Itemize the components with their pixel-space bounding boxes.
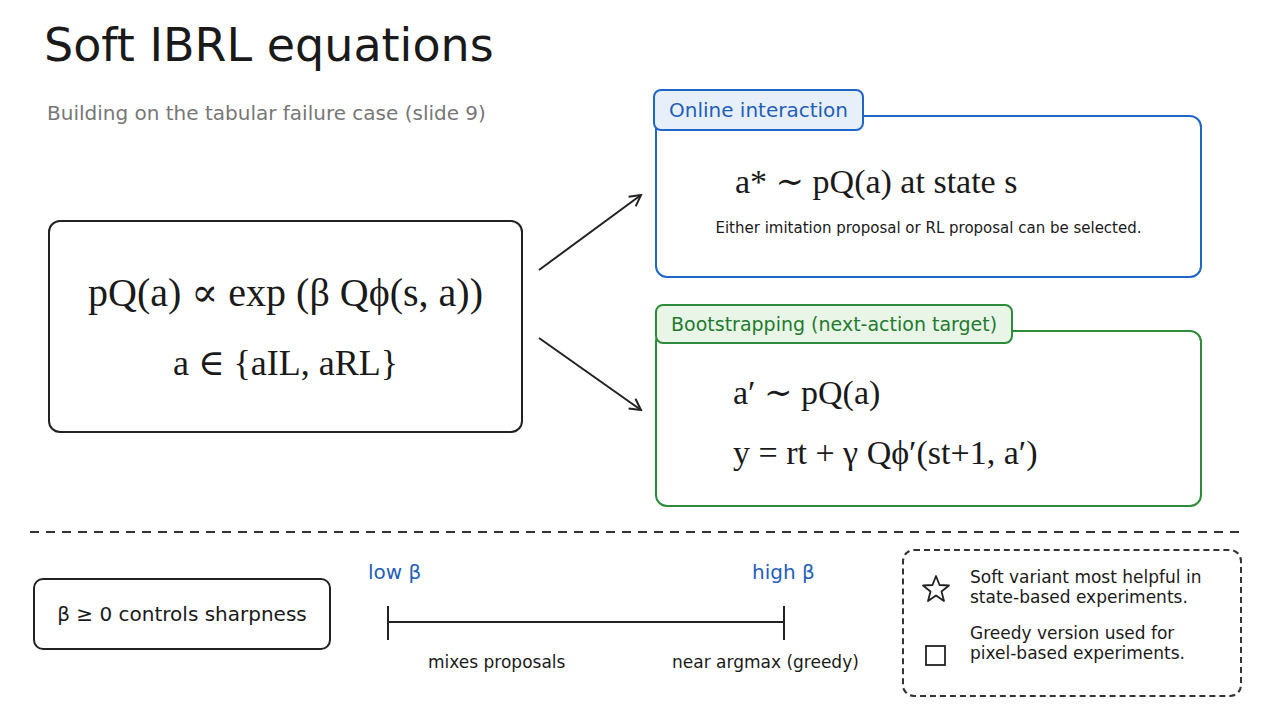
caption: Building on the tabular failure case (sl… — [47, 101, 486, 125]
divider-line — [30, 531, 1242, 533]
legend-box: Soft variant most helpful in state-based… — [902, 549, 1242, 697]
scale-label: high β — [752, 560, 815, 584]
bootstrap-box: Bootstrapping (next-action target)a′ ∼ p… — [655, 330, 1202, 507]
node-text: Greedy version used for pixel-based expe… — [970, 623, 1226, 663]
node-text: a ∈ {aIL, aRL} — [173, 342, 398, 384]
tab-heading: Bootstrapping (next-action target) — [655, 304, 1013, 344]
scale-tick — [783, 606, 785, 640]
scale-line — [388, 621, 784, 623]
sharpness-box: β ≥ 0 controls sharpness — [33, 578, 331, 650]
node-text: Soft variant most helpful in state-based… — [970, 567, 1226, 607]
node-text: a′ ∼ pQ(a) — [733, 372, 1180, 412]
node-text: pQ(a) ∝ exp (β Qϕ(s, a)) — [88, 269, 483, 316]
title: Soft IBRL equations — [44, 18, 494, 72]
node-text: Either imitation proposal or RL proposal… — [677, 219, 1180, 237]
arrow-connector — [539, 195, 641, 270]
scale-label: near argmax (greedy) — [672, 652, 859, 672]
node-text: y = rt + γ Qϕ′(st+1, a′) — [733, 434, 1180, 472]
star-symbol — [923, 576, 949, 601]
node-text: β ≥ 0 controls sharpness — [57, 602, 307, 626]
scale-label: mixes proposals — [428, 652, 565, 672]
scale-tick — [387, 606, 389, 640]
arrow-connector — [539, 338, 641, 410]
node-text: a* ∼ pQ(a) at state s — [735, 161, 1180, 201]
square-symbol — [926, 646, 945, 665]
formula-box: pQ(a) ∝ exp (β Qϕ(s, a)) a ∈ {aIL, aRL} — [48, 220, 523, 433]
online-box: Online interactiona* ∼ pQ(a) at state sE… — [655, 115, 1202, 278]
scale-label: low β — [368, 560, 421, 584]
tab-heading: Online interaction — [653, 89, 864, 131]
